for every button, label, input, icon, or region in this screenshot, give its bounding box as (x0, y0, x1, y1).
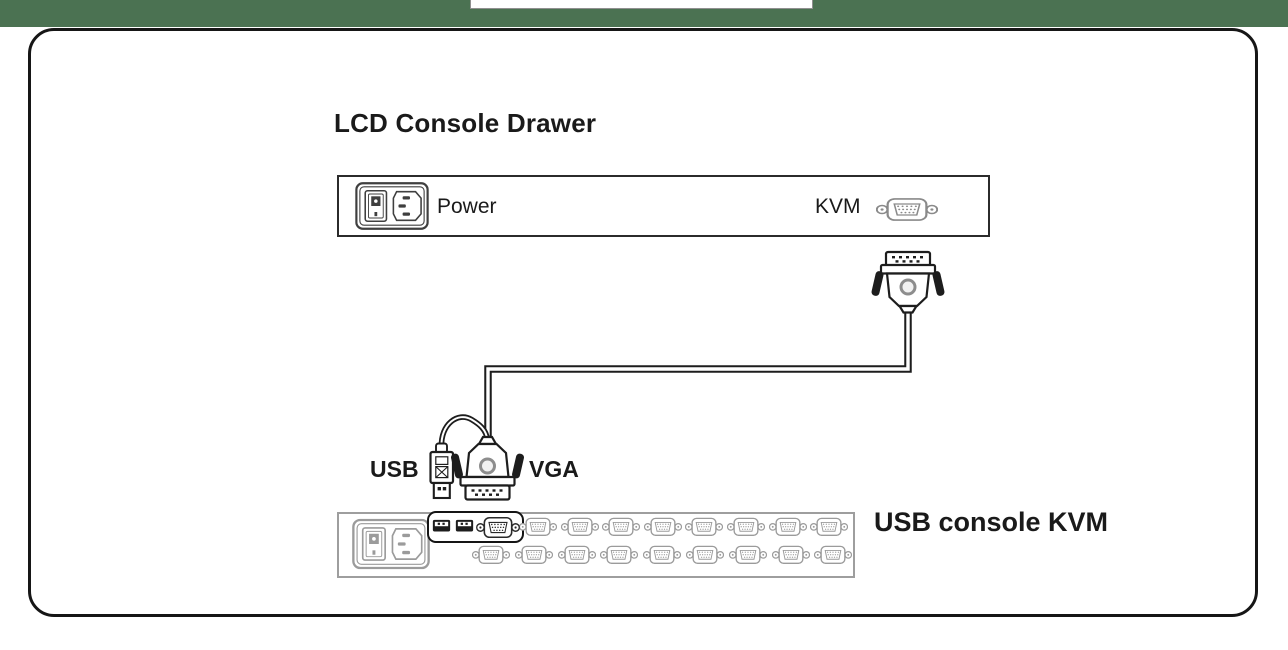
usb-port-icon (455, 519, 474, 532)
diagram-title: LCD Console Drawer (334, 108, 597, 138)
vga-port-icon (810, 516, 848, 538)
drawer-kvm-label: KVM (815, 195, 861, 218)
vga-port-icon (561, 516, 599, 538)
console-usb-ports (432, 519, 474, 532)
vga-port-icon (600, 544, 638, 566)
kvm-vga-ports-row-top (519, 516, 848, 538)
vga-port-icon (519, 516, 557, 538)
cable-usb-label: USB (370, 456, 419, 482)
vga-port-icon (769, 516, 807, 538)
vga-port-icon (814, 544, 852, 566)
console-vga-port (476, 515, 520, 540)
kvm-switch-label: USB console KVM (874, 507, 1109, 537)
vga-port-icon (644, 516, 682, 538)
vga-port-icon (686, 544, 724, 566)
vga-port-icon (685, 516, 723, 538)
vga-port-icon (727, 516, 765, 538)
vga-port-icon (476, 515, 520, 540)
drawer-kvm-vga-port-icon (876, 196, 938, 223)
usb-port-icon (432, 519, 451, 532)
cable-vga-label: VGA (529, 456, 579, 482)
vga-port-icon (515, 544, 553, 566)
vga-port-icon (729, 544, 767, 566)
vga-port-icon (772, 544, 810, 566)
kvm-vga-ports-row-bottom (472, 544, 852, 566)
drawer-power-inlet-icon (353, 182, 431, 230)
kvm-power-inlet-icon (352, 518, 430, 570)
vga-port-icon (643, 544, 681, 566)
page-top-notch (470, 0, 813, 9)
vga-port-icon (558, 544, 596, 566)
vga-port-icon (602, 516, 640, 538)
drawer-power-label: Power (437, 195, 497, 218)
vga-port-icon (472, 544, 510, 566)
